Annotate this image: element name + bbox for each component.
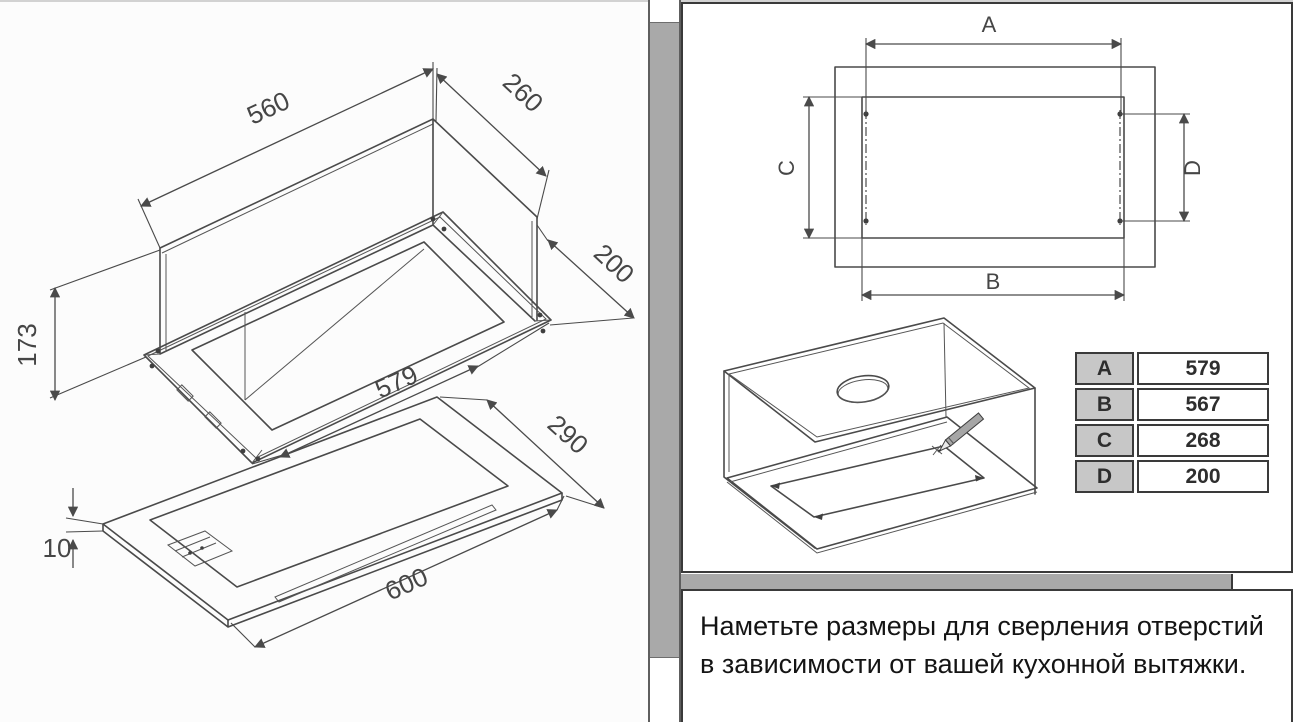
hinge-plates <box>176 384 222 429</box>
caption-text: Наметьте размеры для сверления отверстий… <box>683 591 1291 683</box>
hood-isometric-view <box>143 118 552 464</box>
top-divider-line <box>0 0 1293 2</box>
horizontal-divider-notch <box>1233 574 1293 589</box>
bottom-panel-view <box>102 396 563 628</box>
plan-dim-a-label: A <box>982 12 997 37</box>
drilling-plan-drawing: A B C D <box>723 12 1205 554</box>
table-value-d: 200 <box>1137 460 1269 493</box>
caption-line-1: Наметьте размеры для сверления отверстий <box>700 611 1264 641</box>
table-label-c: C <box>1075 424 1134 457</box>
table-value-a: 579 <box>1137 352 1269 385</box>
table-label-d: D <box>1075 460 1134 493</box>
cabinet-isometric-view <box>723 317 1038 554</box>
connector-block <box>166 530 234 567</box>
dim-290-label: 290 <box>542 409 594 460</box>
upper-dimensions: 560 260 200 173 <box>12 62 640 402</box>
vertical-divider-fill <box>650 22 679 658</box>
horizontal-divider-bar <box>650 574 1233 589</box>
dim-10-label: 10 <box>43 533 72 563</box>
dim-173-label: 173 <box>12 323 42 366</box>
table-label-a: A <box>1075 352 1134 385</box>
table-label-b: B <box>1075 388 1134 421</box>
dim-200-label: 200 <box>588 238 640 290</box>
pencil-icon <box>931 412 985 456</box>
table-value-b: 567 <box>1137 388 1269 421</box>
drilling-template-panel: A B C D <box>681 2 1293 573</box>
plan-dim-b-label: B <box>986 269 1001 294</box>
table-value-c: 268 <box>1137 424 1269 457</box>
caption-line-2: в зависимости от вашей кухонной вытяжки. <box>700 649 1247 679</box>
caption-panel: Наметьте размеры для сверления отверстий… <box>681 589 1293 722</box>
vertical-divider-bar <box>648 0 681 722</box>
cabinet-top-view: A B C D <box>774 12 1205 301</box>
hood-dimension-drawing: 560 260 200 173 <box>12 62 640 648</box>
dim-260-label: 260 <box>497 67 549 119</box>
plan-dim-c-label: C <box>774 160 799 176</box>
dim-579-label: 579 <box>370 359 422 404</box>
dim-600-label: 600 <box>380 561 432 606</box>
dimensions-table: A 579 B 567 C 268 D 200 <box>1075 352 1269 493</box>
lower-dimensions: 579 290 600 10 <box>43 322 605 648</box>
plan-dim-d-label: D <box>1180 160 1205 176</box>
dim-560-label: 560 <box>242 85 294 131</box>
screw-holes <box>149 216 546 462</box>
